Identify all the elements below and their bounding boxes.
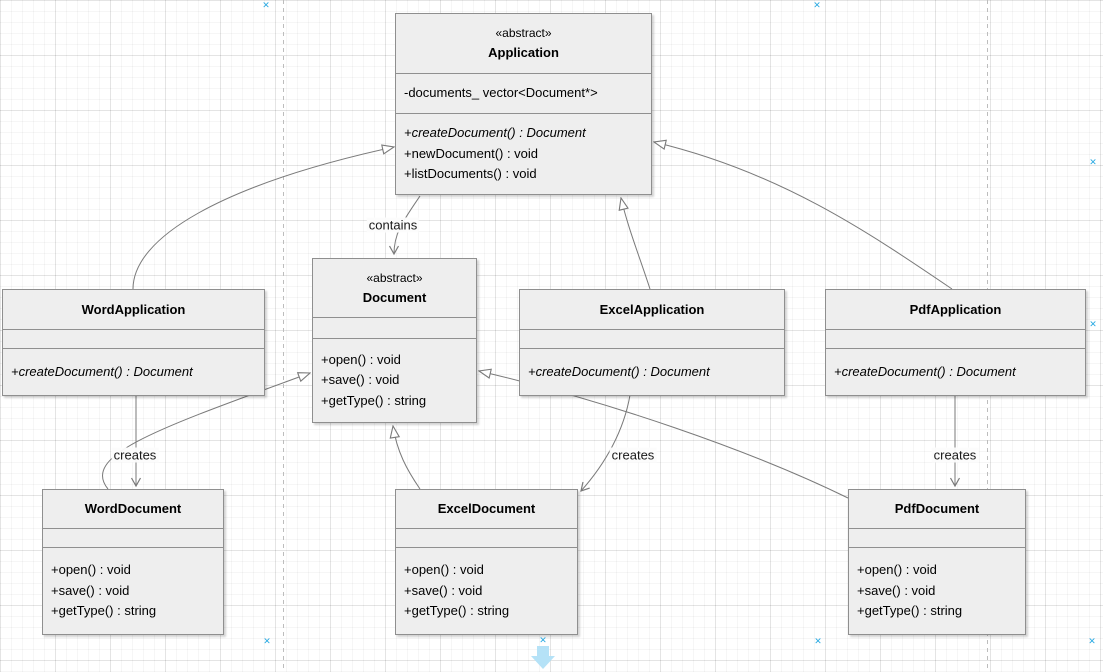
- class-name-label: PdfDocument: [894, 501, 980, 516]
- class-title: ExcelApplication: [520, 290, 784, 329]
- methods-section: +open() : void +save() : void +getType()…: [849, 547, 1025, 634]
- attributes-section: [826, 329, 1085, 348]
- class-title: PdfDocument: [849, 490, 1025, 528]
- attributes-section: [849, 528, 1025, 547]
- attributes-section: [3, 329, 264, 348]
- methods-section: +createDocument() : Document +newDocumen…: [396, 113, 651, 194]
- edge-excelapplication-extends-application[interactable]: [621, 198, 651, 290]
- class-pdfapplication[interactable]: PdfApplication +createDocument() : Docum…: [825, 289, 1086, 396]
- edge-exceldocument-extends-document[interactable]: [393, 426, 421, 490]
- edge-label-creates-pdf[interactable]: creates: [931, 447, 979, 463]
- method-line: +listDocuments() : void: [404, 166, 537, 182]
- methods-section: +open() : void +save() : void +getType()…: [43, 547, 223, 634]
- class-name-label: ExcelApplication: [599, 301, 705, 317]
- method-line: +save() : void: [321, 372, 400, 388]
- method-line: +save() : void: [51, 582, 130, 598]
- edge-label-creates-word[interactable]: creates: [111, 447, 159, 463]
- stereotype-label: «abstract»: [495, 26, 552, 40]
- class-application[interactable]: «abstract» Application -documents_ vecto…: [395, 13, 652, 195]
- attributes-section: [313, 317, 476, 338]
- class-name-label: ExcelDocument: [437, 501, 536, 516]
- class-exceldocument[interactable]: ExcelDocument +open() : void +save() : v…: [395, 489, 578, 635]
- class-title: «abstract» Application: [396, 14, 651, 73]
- method-line: +open() : void: [51, 562, 131, 578]
- class-excelapplication[interactable]: ExcelApplication +createDocument() : Doc…: [519, 289, 785, 396]
- class-pdfdocument[interactable]: PdfDocument +open() : void +save() : voi…: [848, 489, 1026, 635]
- guide-x-icon: ✕: [814, 637, 822, 647]
- guide-x-icon: ✕: [263, 637, 271, 647]
- methods-section: +createDocument() : Document: [826, 348, 1085, 395]
- attributes-section: -documents_ vector<Document*>: [396, 73, 651, 113]
- method-line: +getType() : string: [51, 603, 157, 619]
- class-title: WordApplication: [3, 290, 264, 329]
- attributes-section: [43, 528, 223, 547]
- method-line: +open() : void: [321, 351, 401, 367]
- method-line: +createDocument() : Document: [834, 363, 1016, 379]
- guide-x-icon: ✕: [539, 636, 547, 646]
- edge-label-creates-excel[interactable]: creates: [609, 447, 657, 463]
- methods-section: +open() : void +save() : void +getType()…: [313, 338, 476, 422]
- class-name-label: WordApplication: [81, 301, 186, 317]
- class-wordapplication[interactable]: WordApplication +createDocument() : Docu…: [2, 289, 265, 396]
- methods-section: +createDocument() : Document: [3, 348, 264, 395]
- method-line: +getType() : string: [404, 603, 510, 619]
- method-line: +getType() : string: [857, 603, 963, 619]
- method-line: +open() : void: [857, 562, 937, 578]
- edge-label-contains[interactable]: contains: [366, 217, 420, 233]
- attributes-section: [520, 329, 784, 348]
- attributes-section: [396, 528, 577, 547]
- methods-section: +createDocument() : Document: [520, 348, 784, 395]
- class-title: «abstract» Document: [313, 259, 476, 317]
- class-name-label: Document: [362, 289, 427, 305]
- guide-x-icon: ✕: [1089, 158, 1097, 168]
- guide-x-icon: ✕: [813, 1, 821, 11]
- guide-x-icon: ✕: [1089, 320, 1097, 330]
- edge-pdfapplication-extends-application[interactable]: [654, 142, 953, 290]
- class-name-label: PdfApplication: [909, 301, 1002, 317]
- method-line: +createDocument() : Document: [11, 363, 193, 379]
- edge-excelapplication-creates-exceldocument[interactable]: [580, 394, 631, 492]
- guide-x-icon: ✕: [1088, 637, 1096, 647]
- class-title: PdfApplication: [826, 290, 1085, 329]
- class-name-label: WordDocument: [84, 501, 182, 516]
- method-line: +newDocument() : void: [404, 145, 539, 161]
- method-line: +save() : void: [404, 582, 483, 598]
- method-line: +getType() : string: [321, 392, 427, 408]
- edge-wordapplication-extends-application[interactable]: [132, 147, 394, 290]
- method-line: +createDocument() : Document: [528, 363, 710, 379]
- class-document[interactable]: «abstract» Document +open() : void +save…: [312, 258, 477, 423]
- class-worddocument[interactable]: WordDocument +open() : void +save() : vo…: [42, 489, 224, 635]
- method-line: +open() : void: [404, 562, 484, 578]
- class-title: WordDocument: [43, 490, 223, 528]
- stereotype-label: «abstract»: [366, 270, 423, 285]
- method-line: +save() : void: [857, 582, 936, 598]
- guide-x-icon: ✕: [262, 1, 270, 11]
- class-name-label: Application: [488, 45, 559, 60]
- class-title: ExcelDocument: [396, 490, 577, 528]
- method-line: +createDocument() : Document: [404, 125, 586, 141]
- methods-section: +open() : void +save() : void +getType()…: [396, 547, 577, 634]
- page-expand-down-arrow[interactable]: [531, 646, 555, 669]
- attribute-line: -documents_ vector<Document*>: [404, 85, 598, 101]
